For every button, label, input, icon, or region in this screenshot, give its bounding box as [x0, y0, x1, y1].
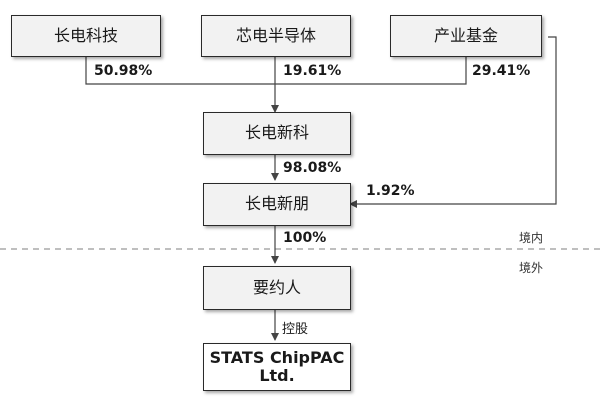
pct-fund-to-xinke: 29.41%	[472, 63, 531, 79]
box-industry-fund: 产业基金	[390, 15, 542, 57]
box-changdian-xinke: 长电新科	[203, 112, 351, 155]
box-changdian-xinpeng: 长电新朋	[203, 183, 351, 226]
box-label: 芯电半导体	[235, 25, 316, 45]
label-controlling: 控股	[282, 322, 309, 337]
box-label-line1: STATS ChipPAC	[209, 347, 345, 367]
pct-fund-to-xinpeng: 1.92%	[366, 183, 415, 199]
box-offeror: 要约人	[203, 266, 351, 310]
box-label: 要约人	[252, 277, 301, 297]
box-label: 长电新科	[244, 123, 309, 143]
pct-xinke-to-xinpeng: 98.08%	[283, 160, 342, 176]
box-xindian-semi: 芯电半导体	[201, 15, 351, 57]
label-overseas: 境外	[519, 261, 544, 275]
box-label: 产业基金	[433, 25, 498, 45]
box-label-line2: Ltd.	[259, 366, 295, 385]
line-fund-to-xinke	[275, 57, 467, 85]
box-stats-chippac: STATS ChipPAC Ltd.	[203, 343, 351, 391]
pct-semi-to-xinke: 19.61%	[283, 63, 342, 79]
line-fund-to-xinpeng	[349, 36, 557, 208]
label-domestic: 境内	[519, 231, 544, 245]
pct-xinpeng-to-offeror: 100%	[283, 230, 327, 246]
line-tech-to-xinke	[85, 57, 275, 85]
box-label: 长电新朋	[244, 194, 309, 214]
box-changdian-tech: 长电科技	[11, 15, 161, 57]
box-label: 长电科技	[53, 25, 118, 45]
pct-tech-to-xinke: 50.98%	[94, 63, 153, 79]
